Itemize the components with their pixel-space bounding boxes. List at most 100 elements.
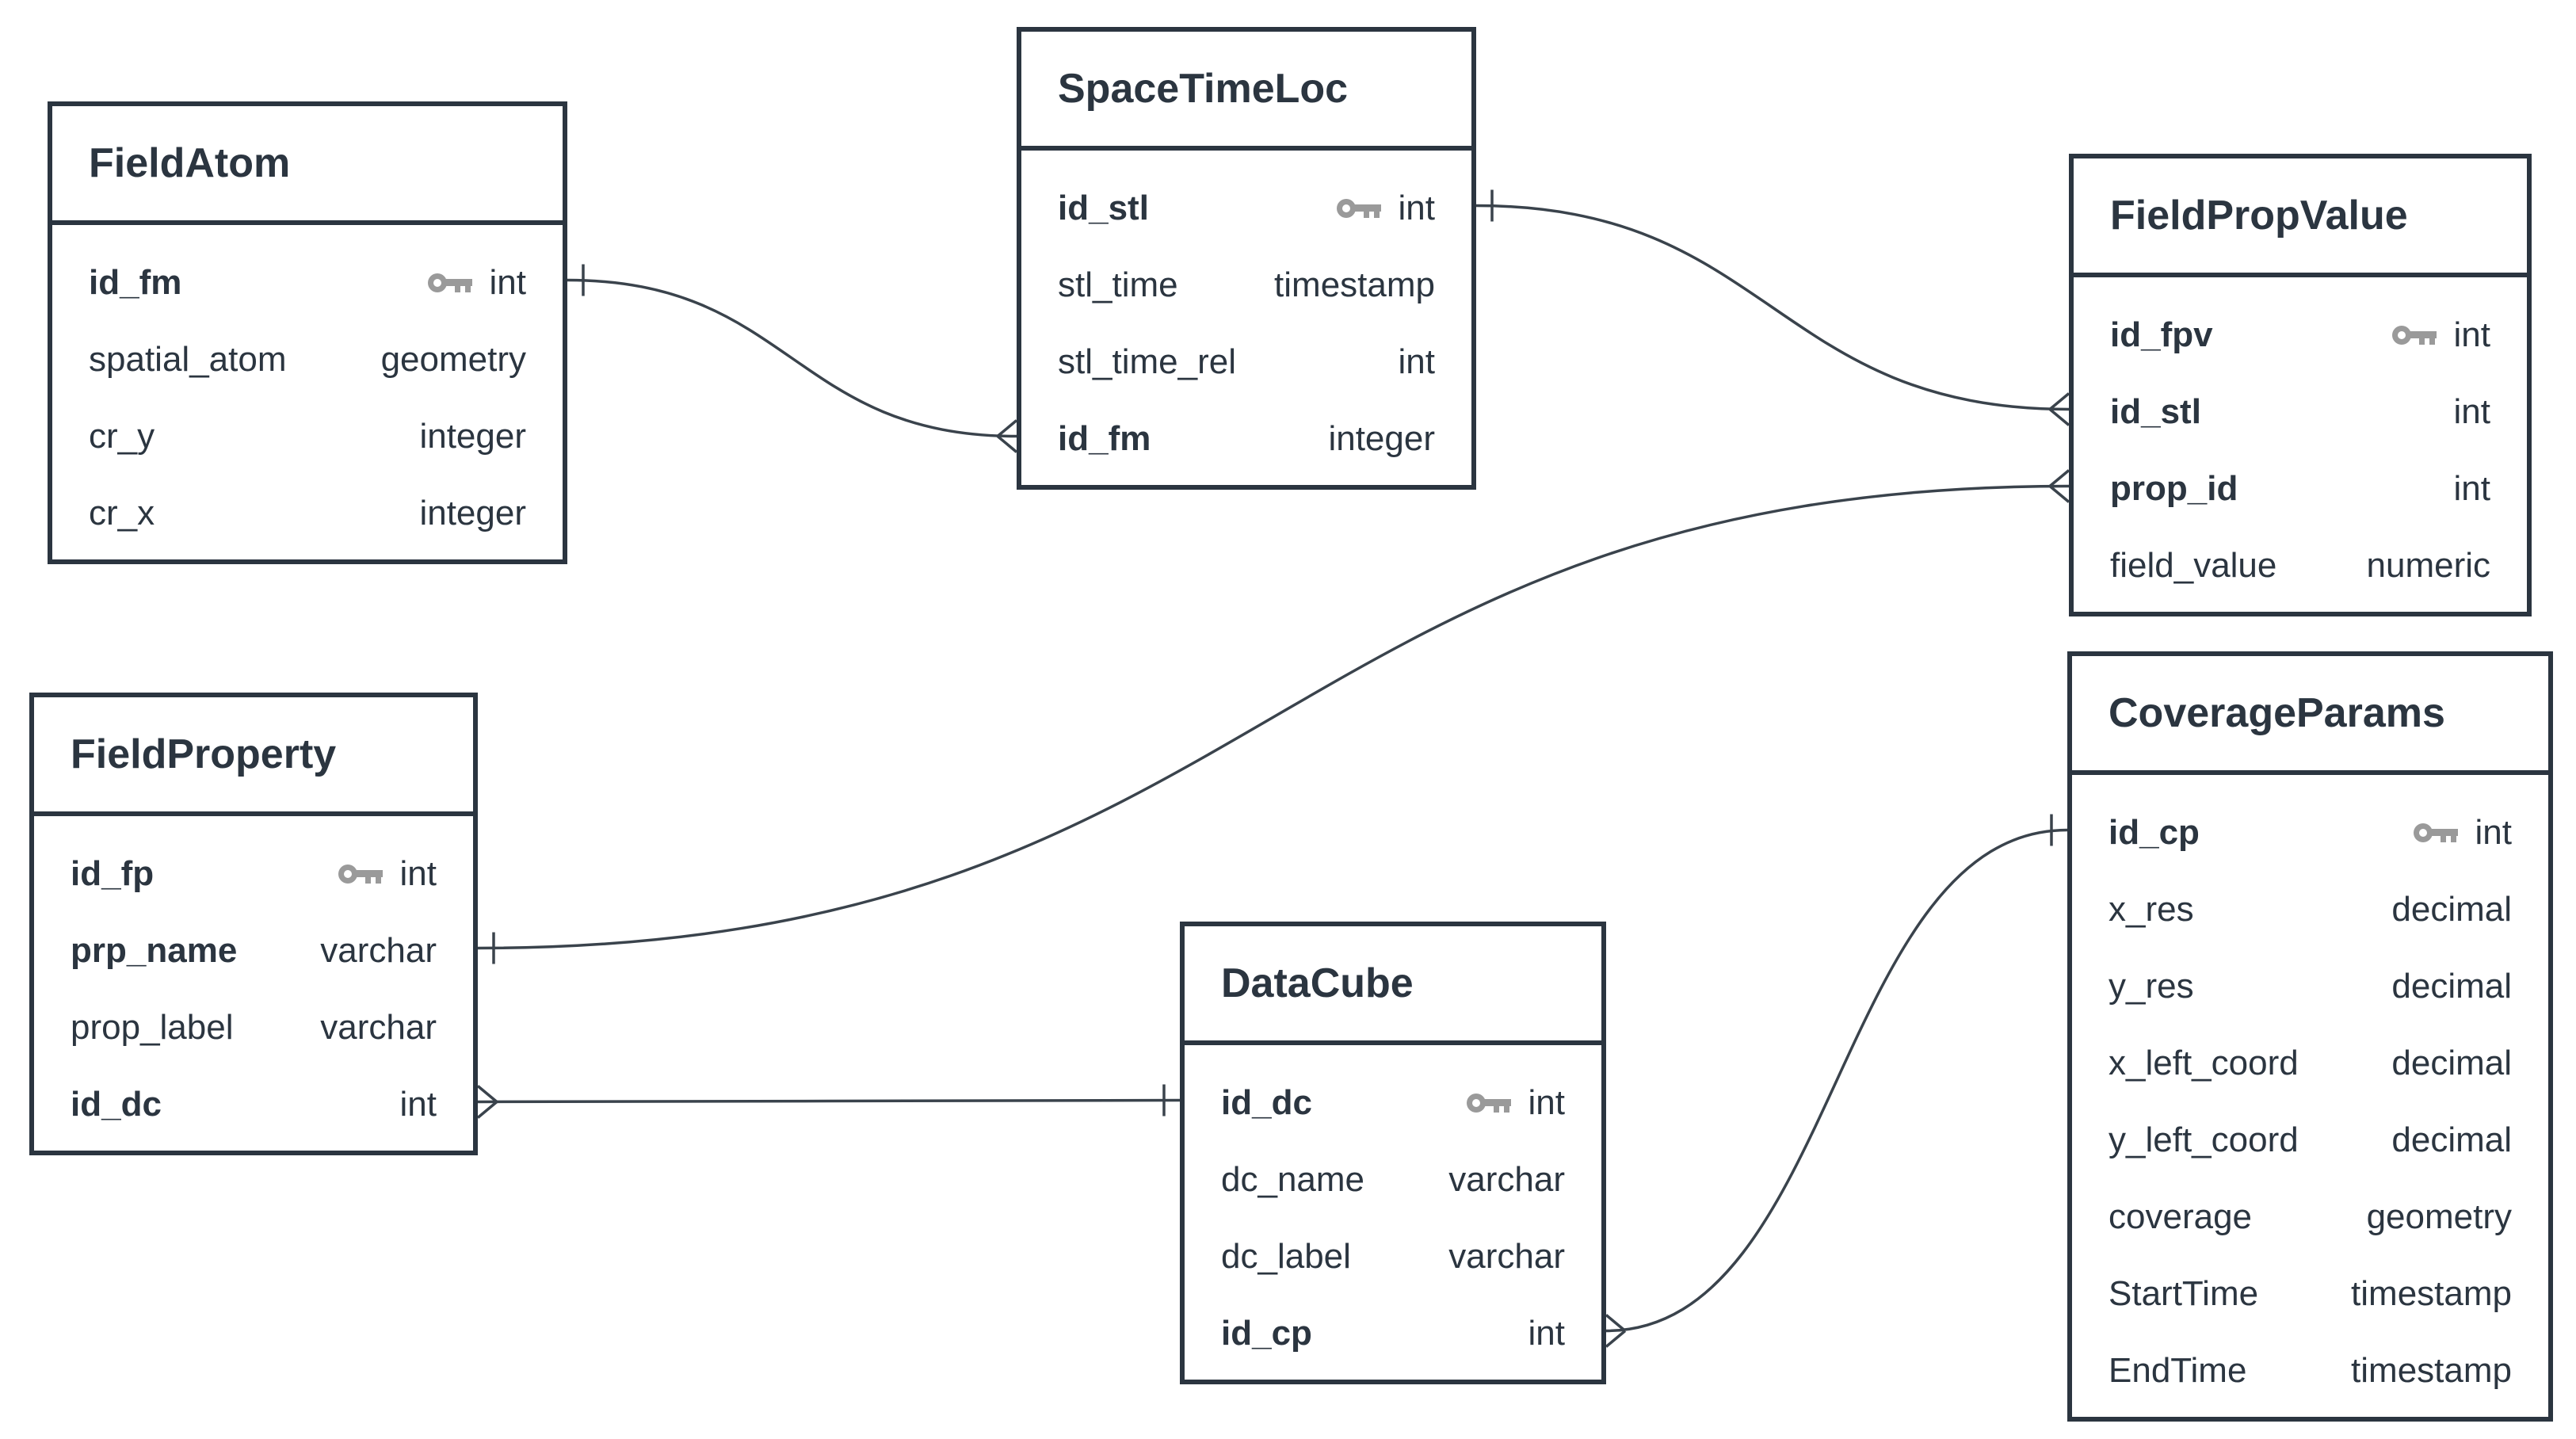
field-type-group: timestamp: [2351, 1274, 2512, 1314]
field-name: stl_time_rel: [1058, 342, 1236, 381]
field-type-group: int: [337, 854, 437, 894]
field-type: varchar: [320, 1007, 437, 1047]
field-type-group: varchar: [1448, 1160, 1565, 1200]
entity-title: FieldProperty: [34, 697, 473, 816]
field-type: int: [1528, 1082, 1565, 1122]
primary-key-icon: [2391, 323, 2438, 347]
relationship-line: [477, 1098, 1181, 1104]
field-name: id_cp: [2109, 812, 2200, 852]
field-row[interactable]: id_fp int: [34, 835, 473, 912]
field-name: y_res: [2109, 966, 2194, 1006]
primary-key-icon: [426, 271, 474, 295]
field-row[interactable]: coverage geometry: [2072, 1178, 2548, 1255]
field-row[interactable]: id_dc int: [1185, 1064, 1601, 1141]
field-type-group: int: [1399, 342, 1435, 382]
field-type-group: int: [1335, 189, 1435, 228]
field-row[interactable]: spatial_atom geometry: [52, 321, 563, 398]
relationship-line: [567, 278, 1017, 438]
primary-key-icon: [1335, 197, 1383, 220]
field-type-group: decimal: [2391, 1044, 2512, 1083]
field-type: varchar: [1448, 1236, 1565, 1276]
field-name: id_fm: [1058, 418, 1151, 458]
field-name: spatial_atom: [89, 339, 287, 379]
field-row[interactable]: id_fpv int: [2074, 296, 2527, 373]
field-name: y_left_coord: [2109, 1120, 2299, 1159]
field-type-group: int: [2454, 392, 2490, 432]
field-row[interactable]: id_cp int: [2072, 794, 2548, 871]
field-type: int: [399, 853, 437, 893]
field-type: varchar: [320, 930, 437, 970]
primary-key-icon: [337, 862, 384, 886]
field-row[interactable]: stl_time_rel int: [1021, 323, 1471, 400]
cardinality-many-marker: [2048, 392, 2070, 426]
field-name: id_stl: [2110, 391, 2201, 431]
field-type-group: int: [2454, 469, 2490, 509]
field-type: decimal: [2391, 1043, 2512, 1082]
field-name: id_cp: [1221, 1313, 1312, 1353]
field-name: StartTime: [2109, 1273, 2259, 1313]
field-type-group: int: [1465, 1083, 1565, 1123]
field-name: id_fpv: [2110, 315, 2213, 354]
field-type-group: decimal: [2391, 890, 2512, 929]
field-name: id_dc: [1221, 1082, 1312, 1122]
field-type-group: int: [2391, 315, 2490, 355]
field-type-group: integer: [419, 494, 526, 533]
field-row[interactable]: id_stl int: [2074, 373, 2527, 450]
field-type: int: [1398, 342, 1435, 381]
field-type: geometry: [2366, 1197, 2512, 1236]
field-type: int: [2453, 468, 2490, 508]
field-type: varchar: [1448, 1159, 1565, 1199]
field-row[interactable]: y_left_coord decimal: [2072, 1101, 2548, 1178]
field-name: id_fp: [71, 853, 155, 893]
field-type-group: geometry: [381, 340, 526, 380]
field-row[interactable]: id_fm integer: [1021, 400, 1471, 477]
field-row[interactable]: x_res decimal: [2072, 871, 2548, 948]
field-row[interactable]: id_cp int: [1185, 1295, 1601, 1372]
field-type: int: [2475, 812, 2512, 852]
field-type: integer: [1328, 418, 1435, 458]
field-type-group: int: [400, 1085, 437, 1124]
field-type-group: geometry: [2367, 1197, 2512, 1237]
field-type-group: int: [2412, 813, 2512, 853]
field-name: x_res: [2109, 889, 2194, 929]
field-type-group: int: [1528, 1314, 1565, 1353]
field-type-group: int: [426, 263, 526, 303]
field-name: dc_label: [1221, 1236, 1351, 1276]
field-type: int: [1398, 188, 1435, 227]
field-row[interactable]: StartTime timestamp: [2072, 1255, 2548, 1332]
field-type-group: decimal: [2391, 1120, 2512, 1160]
field-row[interactable]: id_stl int: [1021, 170, 1471, 246]
field-name: prp_name: [71, 930, 238, 970]
field-row[interactable]: prp_name varchar: [34, 912, 473, 989]
field-row[interactable]: dc_label varchar: [1185, 1218, 1601, 1295]
field-type: numeric: [2366, 545, 2491, 585]
field-type: integer: [419, 493, 526, 532]
field-name: id_stl: [1058, 188, 1149, 227]
field-type-group: timestamp: [2351, 1351, 2512, 1391]
entity-title: CoverageParams: [2072, 656, 2548, 775]
field-name: coverage: [2109, 1197, 2253, 1236]
